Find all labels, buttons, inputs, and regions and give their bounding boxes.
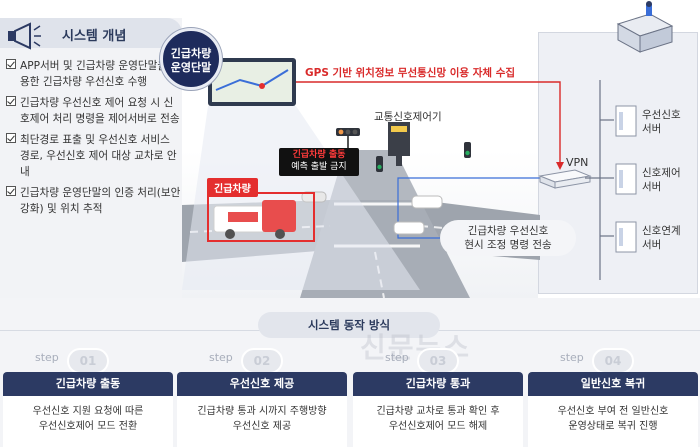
step-title: 일반신호 복귀	[528, 372, 698, 396]
fire-truck-icon	[213, 200, 296, 239]
megaphone-icon	[8, 22, 41, 50]
concept-item: APP서버 및 긴급차량 운영단말을 활용한 긴급차량 우선신호 수행	[6, 58, 182, 90]
terminal-map-screen	[212, 62, 292, 102]
concept-title: 시스템 개념	[62, 29, 127, 44]
concept-item: 최단경로 표출 및 우선신호 서비스 경로, 우선신호 제어 대상 교차로 안내	[6, 132, 182, 180]
server-icon	[615, 105, 637, 137]
step-word: step	[209, 351, 233, 364]
vpn-router-icon	[538, 169, 592, 189]
traffic-light-icon	[336, 128, 360, 148]
step-number: 03	[417, 348, 459, 374]
concept-list: APP서버 및 긴급차량 운영단말을 활용한 긴급차량 우선신호 수행 긴급차량…	[6, 58, 182, 222]
step-word: step	[35, 351, 59, 364]
step-number: 02	[241, 348, 283, 374]
process-title: 시스템 동작 방식	[258, 312, 440, 338]
terminal-tag: 긴급차량 운영단말	[160, 28, 222, 90]
traffic-light-icon	[376, 156, 383, 172]
step-title: 긴급차량 출동	[3, 372, 173, 396]
concept-item: 긴급차량 우선신호 제어 요청 시 신호제어 처리 명령을 제어서버로 전송	[6, 95, 182, 127]
checkbox-icon	[6, 96, 16, 106]
car-icon	[393, 221, 425, 235]
step-number: 04	[592, 348, 634, 374]
step-title: 긴급차량 통과	[353, 372, 523, 396]
emergency-vehicle-frame	[207, 192, 315, 242]
step-word: step	[560, 351, 584, 364]
server-icon	[615, 221, 637, 253]
concept-panel	[0, 18, 182, 298]
gps-connection-line	[296, 81, 561, 168]
checkbox-icon	[6, 133, 16, 143]
signal-beam	[182, 106, 420, 290]
server-icon	[615, 163, 637, 195]
vpn-label: VPN	[566, 156, 589, 169]
warning-sign: 긴급차량 출동 예측 출발 금지	[279, 148, 359, 176]
gps-label: GPS 기반 위치정보 무선통신망 이용 자체 수집	[305, 67, 516, 79]
checkbox-icon	[6, 186, 16, 196]
traffic-light-icon	[464, 142, 471, 158]
step-title: 우선신호 제공	[177, 372, 347, 396]
signal-controller-label: 교통신호제어기	[374, 111, 442, 123]
command-label: 긴급차량 우선신호 현시 조정 명령 전송	[440, 220, 576, 256]
car-icon	[411, 195, 443, 209]
building-icon	[616, 1, 674, 53]
step-number: 01	[67, 348, 109, 374]
checkbox-icon	[6, 59, 16, 69]
emergency-vehicle-label: 긴급차량	[207, 178, 258, 197]
step-word: step	[385, 351, 409, 364]
vpn-connection-line	[397, 177, 540, 205]
concept-item: 긴급차량 운영단말의 인증 처리(보안강화) 및 위치 추적	[6, 185, 182, 217]
